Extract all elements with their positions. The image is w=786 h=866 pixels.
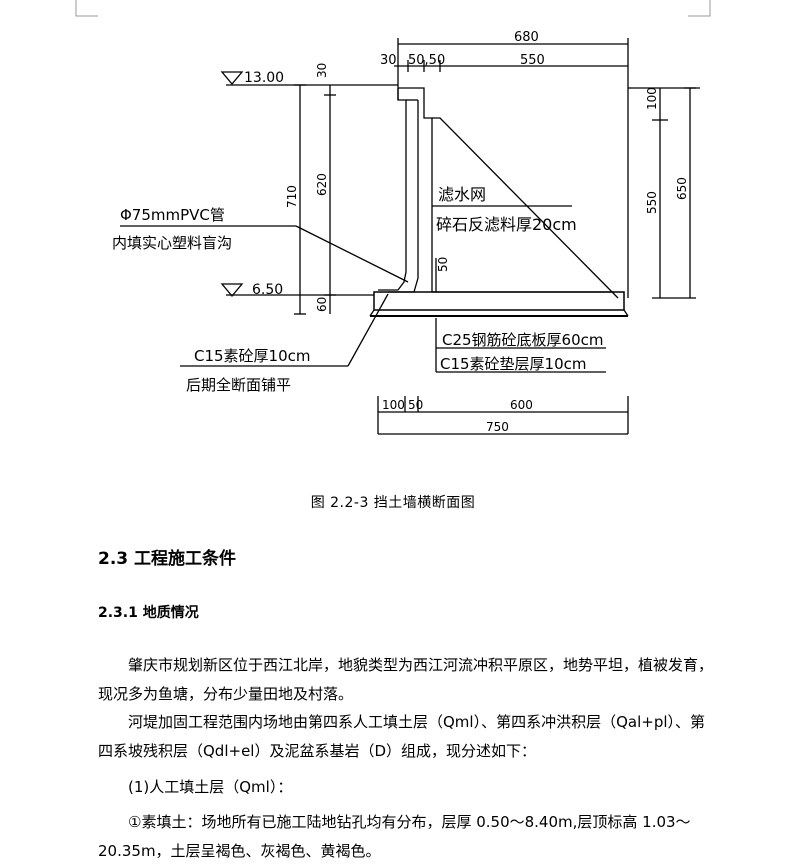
dim-right-100: 100 bbox=[645, 87, 659, 110]
label-c25-slab: C25钢筋砼底板厚60cm bbox=[442, 331, 604, 349]
label-filter-gravel: 碎石反滤料厚20cm bbox=[436, 215, 577, 234]
paragraph-fill-layer-heading: (1)人工填土层（Qml）： bbox=[128, 778, 293, 796]
retaining-wall-cross-section-drawing: 680 30 50,50 550 13.00 6.50 30 620 710 6… bbox=[112, 30, 700, 435]
label-pvc-pipe: Φ75mmPVC管 bbox=[120, 206, 225, 224]
label-c15-left: C15素砼厚10cm bbox=[194, 347, 311, 365]
paragraph-site-strata: 河堤加固工程范围内场地由第四系人工填土层（Qml）、第四系冲洪积层（Qal+pl… bbox=[98, 713, 706, 760]
dim-left-620: 620 bbox=[315, 173, 329, 196]
level-bottom: 6.50 bbox=[252, 282, 283, 298]
label-c15-left-note: 后期全断面铺平 bbox=[186, 376, 291, 394]
dim-right-550: 550 bbox=[645, 191, 659, 214]
figure-caption: 图 2.2-3 挡土墙横断面图 bbox=[310, 495, 476, 511]
paragraph-region-overview: 肇庆市规划新区位于西江北岸，地貌类型为西江河流冲积平原区，地势平坦，植被发育，现… bbox=[98, 656, 714, 703]
label-pvc-fill: 内填实心塑料盲沟 bbox=[112, 234, 232, 252]
dim-left-30: 30 bbox=[315, 63, 329, 78]
dim-top-30: 30 bbox=[380, 53, 397, 68]
level-top: 13.00 bbox=[244, 70, 284, 86]
dim-mid-50: 50 bbox=[436, 257, 450, 272]
subsection-heading: 2.3.1 地质情况 bbox=[98, 605, 199, 621]
dim-right-650: 650 bbox=[675, 177, 689, 200]
label-c15-cushion: C15素砼垫层厚10cm bbox=[440, 355, 587, 373]
dim-bottom-100: 100 bbox=[382, 398, 405, 412]
page-corner-mark-left bbox=[75, 0, 711, 17]
section-heading: 2.3 工程施工条件 bbox=[98, 549, 237, 569]
dim-top-total: 680 bbox=[514, 30, 539, 45]
dim-bottom-total: 750 bbox=[486, 420, 509, 434]
dim-top-50-50: 50,50 bbox=[408, 53, 445, 68]
paragraph-plain-fill: ①素填土：场地所有已施工陆地钻孔均有分布，层厚 0.50～8.40m,层顶标高 … bbox=[98, 813, 691, 860]
dim-top-550: 550 bbox=[520, 53, 545, 68]
dim-bottom-600: 600 bbox=[510, 398, 533, 412]
dim-bottom-50: 50 bbox=[408, 398, 423, 412]
dim-left-60: 60 bbox=[315, 297, 329, 312]
label-filter-net: 滤水网 bbox=[438, 185, 486, 204]
dim-left-710: 710 bbox=[285, 185, 299, 208]
